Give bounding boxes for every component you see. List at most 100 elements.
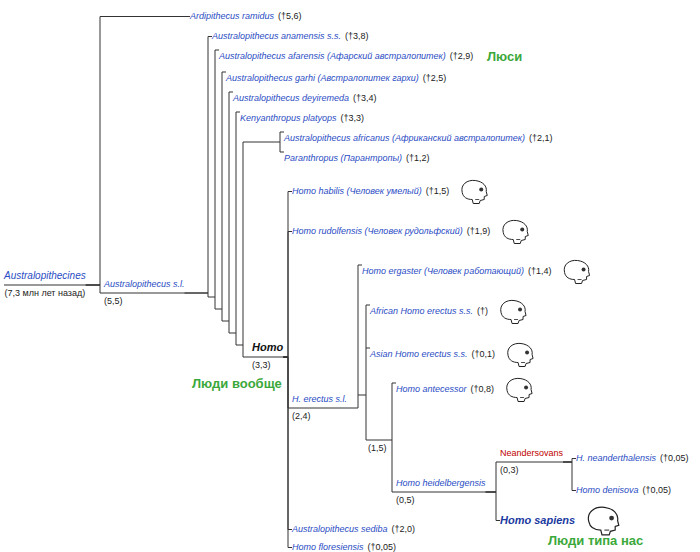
taxon-name: African Homo erectus s.s. — [370, 306, 473, 317]
age-value: (†2,5) — [423, 73, 447, 84]
age-value: (†2,9) — [450, 51, 474, 62]
age-value: (†2,0) — [392, 524, 416, 535]
taxon-name: Kenyanthropus platyops — [240, 113, 337, 124]
taxon-name: Australopithecus africanus (Африканский … — [284, 133, 525, 144]
taxon-label: Homo denisova (†0,05) — [576, 479, 671, 497]
taxon-label: Australopithecus africanus (Африканский … — [284, 127, 553, 145]
taxon-label: Homo rudolfensis (Человек рудольфский) (†… — [292, 220, 490, 238]
branch-line — [229, 92, 236, 333]
age-value: (†1,2) — [406, 153, 430, 164]
branch-connector — [563, 459, 576, 463]
taxon-name: Homo — [252, 341, 283, 354]
taxon-name: Australopithecus deyiremeda — [233, 93, 349, 104]
taxon-label: Paranthropus (Парантропы)(†1,2) — [284, 147, 430, 165]
age-value: (5,5) — [104, 296, 185, 307]
branch-line — [280, 132, 284, 152]
age-value: (†0,8) — [471, 384, 495, 395]
branch-line — [215, 50, 222, 309]
taxon-label: Homo antecessor(†0,8) — [396, 378, 494, 396]
taxon-label: Asian Homo erectus s.s. (†0,1) — [370, 343, 495, 361]
branch-connector — [86, 285, 104, 293]
age-value: (7,3 млн лет назад) — [4, 288, 86, 299]
taxon-name: H. neanderthalensis — [576, 453, 656, 464]
taxon-name: Neandersovans — [500, 448, 563, 459]
branch-line — [500, 462, 572, 463]
age-value: (†3,4) — [353, 93, 377, 104]
taxon-name: Homo habilis (Человек умелый) — [292, 186, 422, 197]
branch-line — [366, 305, 392, 440]
taxon-name: Australopithecines — [4, 270, 86, 282]
skull-icon — [507, 378, 532, 401]
clade-label: Homo heidelbergensis(0,5) — [396, 478, 486, 506]
clade-label: Australopithecines (7,3 млн лет назад) — [4, 270, 86, 299]
skull-icon — [564, 260, 589, 283]
taxon-label: Homo sapiens — [500, 510, 575, 528]
age-value: (†0,1) — [472, 349, 496, 360]
branch-line — [292, 265, 366, 408]
age-value: (†5,6) — [278, 11, 302, 22]
taxon-name: Australopithecus sediba — [292, 524, 388, 535]
age-value: (2,4) — [292, 411, 347, 422]
taxon-label: Homo ergaster (Человек работающий) (†1,4) — [362, 260, 552, 278]
taxon-label: Australopithecus sediba (†2,0) — [292, 518, 415, 536]
age-value: (†1,9) — [467, 226, 491, 237]
age-value: (†3,8) — [345, 31, 369, 42]
branch-line — [236, 112, 243, 345]
age-value: (†1,5) — [426, 186, 450, 197]
age-value: (†1,4) — [528, 266, 552, 277]
branch-connector — [486, 492, 500, 521]
skull-icon — [462, 180, 487, 203]
branch-line — [392, 383, 496, 492]
age-value: (0,3) — [500, 465, 563, 476]
branch-connector — [283, 192, 292, 358]
clade-label: H. erectus s.l. (2,4) — [292, 394, 347, 422]
age-value: (†0,05) — [368, 542, 397, 552]
annotation-label: (1,5) — [368, 443, 387, 454]
taxon-label: Australopithecus deyiremeda (†3,4) — [233, 87, 377, 105]
taxon-name: Australopithecus afarensis (Афарский авс… — [219, 51, 446, 62]
taxon-name: Homo heidelbergensis — [396, 478, 486, 489]
taxon-label: African Homo erectus s.s.(†) — [370, 300, 488, 318]
branch-line — [222, 72, 229, 321]
clade-label: Homo (3,3) — [252, 341, 283, 371]
branch-line — [243, 142, 288, 357]
annotation-label: Люди типа нас — [548, 533, 643, 548]
taxon-label: H. neanderthalensis(†0,05) — [576, 447, 689, 465]
taxon-label: Australopithecus afarensis (Афарский авс… — [219, 45, 473, 63]
annotation-label: Люди вообще — [192, 376, 282, 391]
skull-icon — [508, 343, 533, 366]
taxon-name: Homo floresiensis — [292, 542, 364, 552]
taxon-name: Australopithecus garhi (Австралопитек га… — [226, 73, 419, 84]
branch-connector — [283, 232, 292, 358]
taxon-label: Homo habilis (Человек умелый) (†1,5) — [292, 180, 449, 198]
branch-connector — [283, 357, 292, 548]
age-value: (†3,3) — [341, 113, 365, 124]
branch-connector — [486, 462, 500, 492]
taxon-label: Australopithecus anamensis s.s. (†3,8) — [212, 25, 369, 43]
taxon-name: Homo denisova — [576, 485, 639, 496]
taxon-name: Homo sapiens — [500, 514, 575, 527]
clade-label: Australopithecus s.l. (5,5) — [104, 279, 185, 307]
age-value: (3,3) — [252, 360, 283, 371]
taxon-name: Ardipithecus ramidus — [190, 11, 274, 22]
taxon-label: Australopithecus garhi (Австралопитек га… — [226, 67, 446, 85]
taxon-name: Australopithecus s.l. — [104, 279, 185, 290]
branch-connector — [185, 37, 212, 294]
taxon-name: Asian Homo erectus s.s. — [370, 349, 468, 360]
age-value: (†0,05) — [643, 485, 672, 496]
taxon-label: Kenyanthropus platyops (†3,3) — [240, 107, 364, 125]
clade-label: Neandersovans (0,3) — [500, 448, 563, 476]
annotation-label: Люси — [487, 49, 522, 64]
taxon-label: Ardipithecus ramidus (†5,6) — [190, 5, 302, 23]
age-value: (†2,1) — [529, 133, 553, 144]
taxon-label: Homo floresiensis (†0,05) — [292, 536, 396, 552]
branch-connector — [86, 17, 190, 286]
taxon-name: Homo ergaster (Человек работающий) — [362, 266, 524, 277]
branch-connector — [563, 462, 576, 491]
taxon-name: Homo rudolfensis (Человек рудольфский) — [292, 226, 463, 237]
skull-icon — [588, 507, 618, 535]
taxon-name: H. erectus s.l. — [292, 394, 347, 405]
branch-line — [4, 285, 100, 286]
taxon-name: Australopithecus anamensis s.s. — [212, 31, 341, 42]
